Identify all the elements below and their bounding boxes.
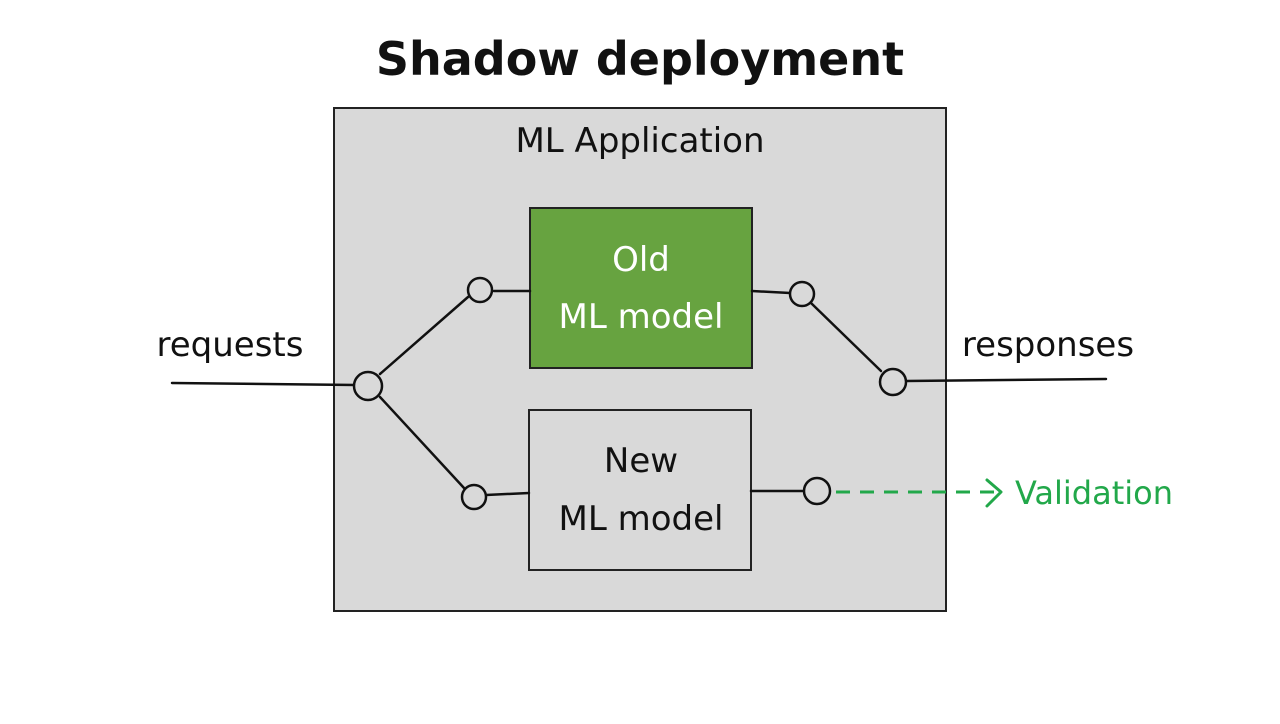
old-model-label-line1: Old [612, 240, 670, 280]
requests-label: requests [157, 325, 304, 365]
old-model-box [529, 207, 753, 369]
validation-arrowhead-icon [985, 478, 1003, 508]
new-model-box [528, 409, 752, 571]
nodes [352, 276, 908, 511]
responses-label: responses [962, 325, 1134, 365]
new-input-node [460, 483, 488, 511]
new-output-node [802, 476, 832, 506]
new-input-line [484, 491, 531, 497]
connections [170, 289, 1108, 497]
old-output-node [788, 280, 816, 308]
response-node [878, 367, 908, 397]
old-input-node [466, 276, 494, 304]
output-switch-line [809, 301, 883, 373]
validation-label: Validation [1015, 474, 1173, 512]
old-model-label-line2: ML model [559, 297, 724, 337]
new-model-label-line2: ML model [559, 499, 724, 539]
old-output-line [750, 289, 792, 295]
requests-line [170, 381, 358, 387]
ml-application-label: ML Application [515, 121, 764, 161]
diagram-title: Shadow deployment [376, 32, 904, 86]
split-to-new-line [378, 395, 466, 490]
splitter-node [352, 370, 384, 402]
new-model-label-line1: New [604, 441, 678, 481]
responses-line [904, 377, 1108, 383]
split-to-old-line [378, 295, 470, 376]
